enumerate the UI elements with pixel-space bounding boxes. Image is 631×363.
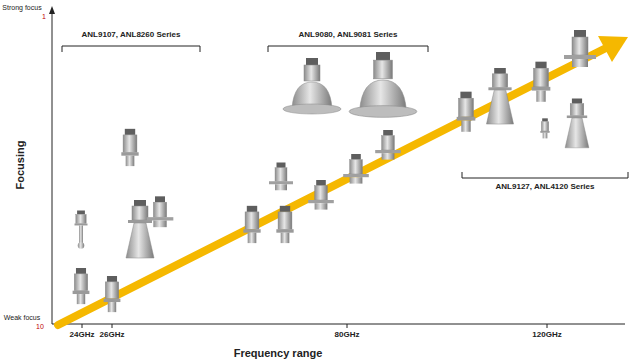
series-label: ANL9127, ANL4120 Series bbox=[496, 183, 595, 192]
tick-label: 24GHz bbox=[70, 331, 95, 340]
axis-title: Focusing bbox=[14, 141, 26, 190]
series-label: ANL9080, ANL9081 Series bbox=[299, 31, 398, 40]
scale-number: 10 bbox=[36, 323, 44, 331]
tick-label: 26GHz bbox=[100, 331, 125, 340]
tick-label: 80GHz bbox=[335, 331, 360, 340]
axis-end-label: Weak focus bbox=[4, 314, 40, 322]
tick-label: 120GHz bbox=[532, 331, 561, 340]
scale-number: 1 bbox=[42, 13, 46, 21]
axis-end-label: Strong focus bbox=[2, 4, 41, 12]
axis-title: Frequency range bbox=[234, 347, 323, 359]
series-label: ANL9107, ANL8260 Series bbox=[82, 31, 181, 40]
